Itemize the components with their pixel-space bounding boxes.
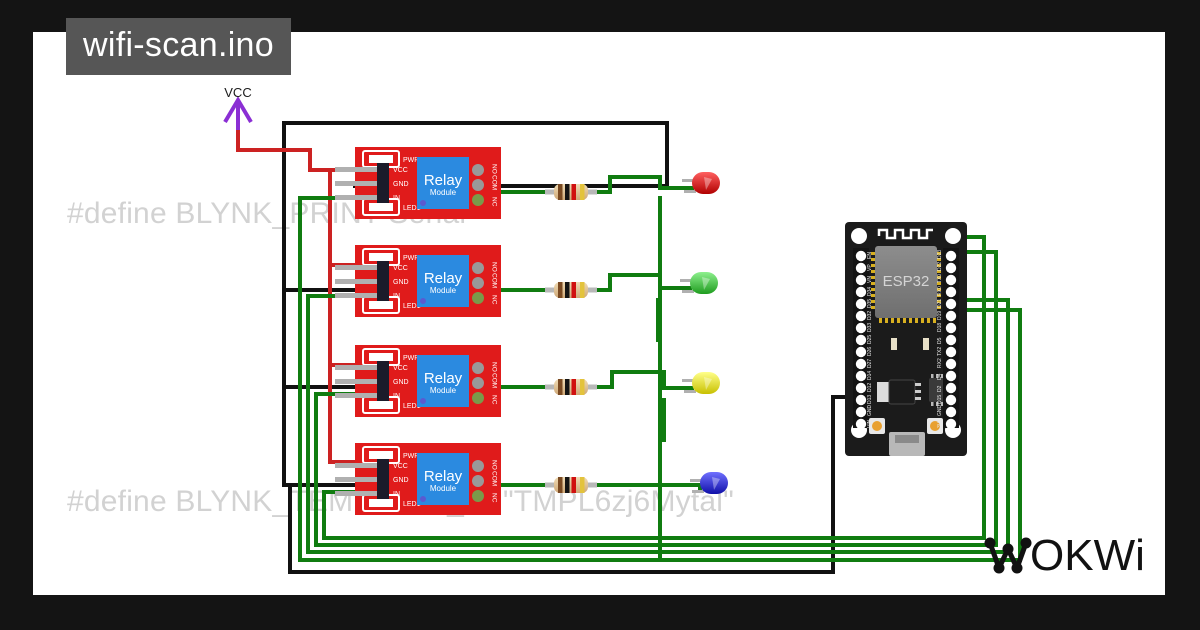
esp32-pin-right-6: D18 bbox=[937, 323, 943, 332]
relay-pwr-label: PWR bbox=[403, 453, 419, 460]
relay-title: Relay bbox=[424, 172, 463, 189]
relay-pin-in: IN bbox=[393, 195, 400, 202]
esp32-pin-left-6: D33 bbox=[867, 323, 873, 332]
vcc-label: VCC bbox=[224, 85, 251, 100]
led-yellow[interactable] bbox=[682, 372, 720, 394]
vcc-power-symbol[interactable]: VCC bbox=[223, 85, 253, 130]
relay-terminal-no: NO bbox=[491, 262, 498, 272]
relay-title: Relay bbox=[424, 270, 463, 287]
esp32-pin-right-4: D21 bbox=[937, 299, 943, 308]
relay-title: Relay bbox=[424, 468, 463, 485]
esp32-pin-left-11: D12 bbox=[867, 383, 873, 392]
resistor-3[interactable] bbox=[545, 379, 597, 395]
esp32-pin-right-5: D19 bbox=[937, 311, 943, 320]
esp32-board[interactable]: ESP32 bbox=[845, 222, 967, 456]
relay-terminal-nc: NC bbox=[491, 197, 498, 207]
esp32-pin-left-5: D32 bbox=[867, 311, 873, 320]
relay-led-label: LED1 bbox=[403, 303, 421, 310]
esp32-pin-left-2: VN bbox=[867, 276, 873, 283]
esp32-pin-right-0: D23 bbox=[937, 250, 943, 259]
relay-pwr-label: PWR bbox=[403, 157, 419, 164]
esp32-chip-label: ESP32 bbox=[883, 273, 930, 290]
esp32-pin-left-10: D14 bbox=[867, 371, 873, 380]
relay-pwr-label: PWR bbox=[403, 355, 419, 362]
esp32-pin-right-12: D15 bbox=[937, 395, 943, 404]
led-red[interactable] bbox=[682, 172, 720, 194]
relay-pin-in: IN bbox=[393, 293, 400, 300]
relay-subtitle: Module bbox=[430, 188, 457, 197]
esp32-pin-right-11: D2 bbox=[937, 385, 943, 392]
relay-pin-gnd: GND bbox=[393, 477, 409, 484]
relay-terminal-no: NO bbox=[491, 164, 498, 174]
diagram-canvas[interactable]: #define BLYNK_PRINT Serial #define BLYNK… bbox=[33, 32, 1165, 595]
esp32-pin-right-10: D4 bbox=[937, 373, 943, 380]
esp32-pin-right-8: TX2 bbox=[937, 347, 943, 356]
relay-module-2[interactable]: PWR LED1 VCC GND IN Relay Module NO C bbox=[335, 245, 501, 317]
relay-module-1[interactable]: PWR LED1 VCC GND IN Relay Module NO C bbox=[335, 147, 501, 219]
relay-led-label: LED1 bbox=[403, 205, 421, 212]
relay-terminal-nc: NC bbox=[491, 295, 498, 305]
relay-led-label: LED1 bbox=[403, 501, 421, 508]
esp32-pin-right-13: GND bbox=[937, 405, 943, 417]
esp32-pin-left-1: VP bbox=[867, 264, 873, 271]
relay-pin-in: IN bbox=[393, 491, 400, 498]
resistor-4[interactable] bbox=[545, 477, 597, 493]
relay-terminal-com: COM bbox=[491, 471, 498, 486]
relay-pin-in: IN bbox=[393, 393, 400, 400]
wokwi-logo: OKWi bbox=[984, 531, 1145, 580]
relay-pin-gnd: GND bbox=[393, 181, 409, 188]
relay-terminal-no: NO bbox=[491, 362, 498, 372]
project-title: wifi-scan.ino bbox=[66, 18, 291, 75]
esp32-pin-left-12: D13 bbox=[867, 395, 873, 404]
esp32-pin-left-9: D27 bbox=[867, 359, 873, 368]
relay-title: Relay bbox=[424, 370, 463, 387]
esp32-pin-left-13: GND bbox=[867, 405, 873, 417]
relay-terminal-no: NO bbox=[491, 460, 498, 470]
esp32-pin-right-7: D5 bbox=[937, 337, 943, 344]
relay-pin-vcc: VCC bbox=[393, 265, 408, 272]
led-green[interactable] bbox=[680, 272, 718, 294]
relay-pin-vcc: VCC bbox=[393, 167, 408, 174]
relay-terminal-com: COM bbox=[491, 273, 498, 288]
relay-subtitle: Module bbox=[430, 386, 457, 395]
relay-module-4[interactable]: PWR LED1 VCC GND IN Relay Module NO C bbox=[335, 443, 501, 515]
relay-terminal-com: COM bbox=[491, 373, 498, 388]
esp32-pin-right-3: RX0 bbox=[937, 286, 943, 296]
relay-terminal-nc: NC bbox=[491, 395, 498, 405]
esp32-pin-left-4: D35 bbox=[867, 299, 873, 308]
relay-pin-gnd: GND bbox=[393, 379, 409, 386]
resistor-2[interactable] bbox=[545, 282, 597, 298]
led-blue[interactable] bbox=[690, 472, 728, 494]
relay-subtitle: Module bbox=[430, 484, 457, 493]
esp32-pin-right-2: TX0 bbox=[937, 274, 943, 283]
esp32-pin-left-7: D25 bbox=[867, 335, 873, 344]
esp32-pin-right-14: 3V3 bbox=[937, 419, 943, 428]
relay-pin-vcc: VCC bbox=[393, 463, 408, 470]
esp32-pin-right-1: D22 bbox=[937, 262, 943, 271]
relay-pin-gnd: GND bbox=[393, 279, 409, 286]
esp32-pin-left-0: EN bbox=[867, 252, 873, 259]
relay-module-3[interactable]: PWR LED1 VCC GND IN Relay Module NO C bbox=[335, 345, 501, 417]
relay-terminal-com: COM bbox=[491, 175, 498, 190]
relay-subtitle: Module bbox=[430, 286, 457, 295]
wokwi-logo-text: OKWi bbox=[1030, 531, 1145, 580]
relay-terminal-nc: NC bbox=[491, 493, 498, 503]
relay-pin-vcc: VCC bbox=[393, 365, 408, 372]
esp32-pin-left-8: D26 bbox=[867, 347, 873, 356]
esp32-pin-left-3: D34 bbox=[867, 287, 873, 296]
relay-led-label: LED1 bbox=[403, 403, 421, 410]
relay-pwr-label: PWR bbox=[403, 255, 419, 262]
esp32-pin-left-14: VIN bbox=[867, 419, 873, 428]
esp32-pin-right-9: RX2 bbox=[937, 358, 943, 368]
